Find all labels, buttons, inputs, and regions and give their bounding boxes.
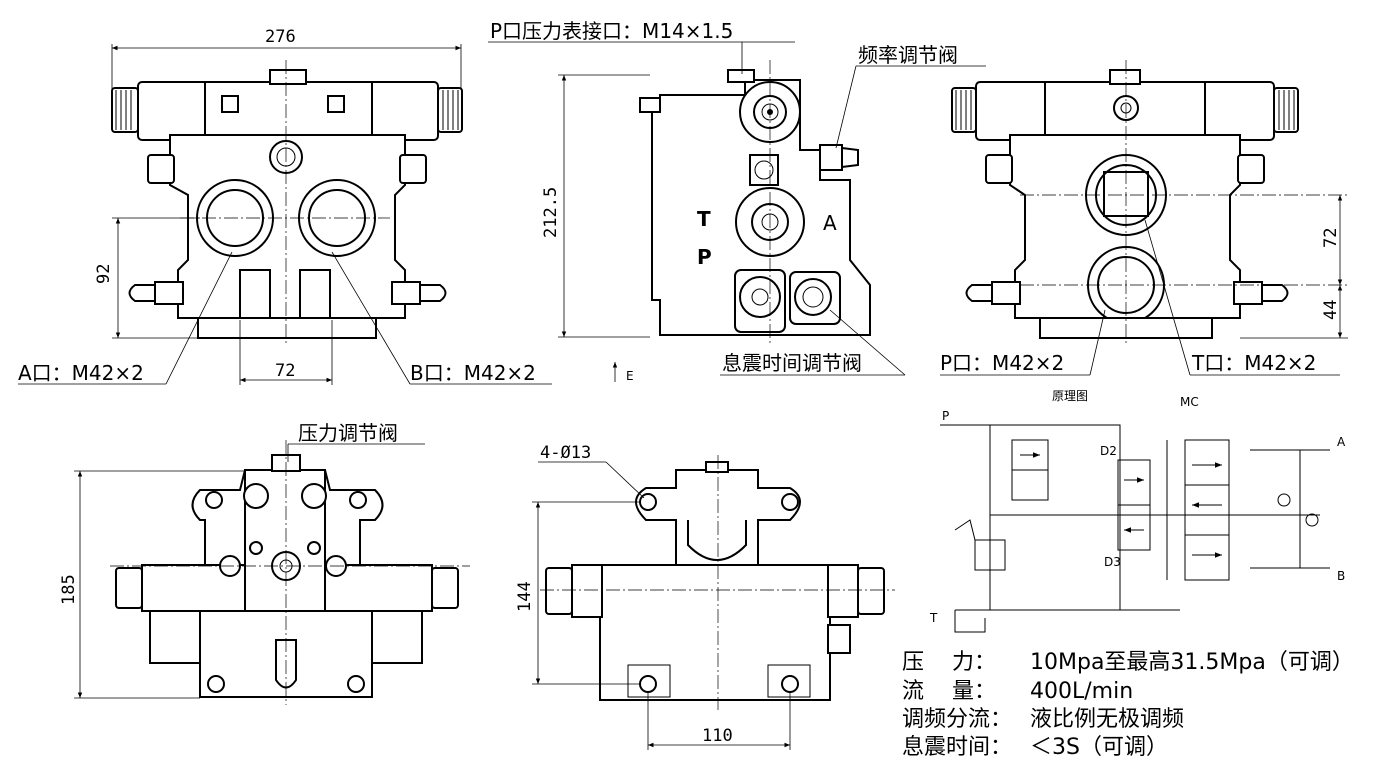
dim-276: 276 bbox=[265, 27, 296, 47]
spec-line-frequency: 调频分流： 液比例无极调频 bbox=[902, 705, 1184, 735]
frequency-valve-label: 频率调节阀 bbox=[858, 43, 958, 67]
spec-label: 流 量： bbox=[902, 679, 996, 704]
spec-value: 10Mpa至最高31.5Mpa（可调） bbox=[1030, 650, 1354, 675]
dim-72-front: 72 bbox=[275, 361, 295, 381]
dim-144: 144 bbox=[515, 581, 535, 612]
spec-value: 400L/min bbox=[1030, 679, 1134, 704]
spec-label: 调频分流： bbox=[902, 707, 1013, 732]
side-letter-p: P bbox=[697, 245, 712, 269]
dwell-valve-label: 息震时间调节阀 bbox=[722, 351, 862, 375]
side-letter-a: A bbox=[823, 211, 837, 235]
schematic-p: P bbox=[942, 409, 949, 423]
view-arrow-e: E bbox=[626, 369, 634, 383]
schematic-d2: D2 bbox=[1100, 444, 1117, 458]
spec-line-dwell: 息震时间： ＜3S（可调） bbox=[902, 733, 1168, 763]
spec-line-pressure: 压 力： 10Mpa至最高31.5Mpa（可调） bbox=[902, 648, 1354, 678]
hydraulic-schematic: 原理图 MC P A B T D2 D3 bbox=[929, 389, 1346, 633]
side-view: T P A 212.5 E P口压力表接口：M14×1.5 频率调节阀 息震时间… bbox=[488, 19, 986, 383]
t-port-label: T口：M42×2 bbox=[1191, 351, 1316, 375]
bolt-holes-label: 4-Ø13 bbox=[540, 443, 591, 463]
front-view: 276 92 72 A口：M42×2 B口：M42×2 bbox=[18, 27, 552, 385]
schematic-t: T bbox=[929, 611, 938, 625]
dim-44: 44 bbox=[1321, 300, 1341, 320]
spec-value: 液比例无极调频 bbox=[1030, 707, 1185, 732]
spec-value: ＜3S（可调） bbox=[1030, 735, 1168, 760]
dim-72-rear: 72 bbox=[1321, 228, 1341, 248]
p-port-label: P口：M42×2 bbox=[940, 351, 1064, 375]
pressure-valve-label: 压力调节阀 bbox=[298, 421, 398, 445]
schematic-b: B bbox=[1337, 569, 1345, 583]
spec-label: 压 力： bbox=[902, 650, 996, 675]
schematic-a: A bbox=[1337, 435, 1346, 449]
spec-line-flow: 流 量： 400L/min bbox=[902, 677, 1133, 707]
dim-92: 92 bbox=[94, 264, 114, 284]
b-port-label: B口：M42×2 bbox=[410, 361, 536, 385]
gauge-port-label: P口压力表接口：M14×1.5 bbox=[490, 19, 733, 43]
dim-185: 185 bbox=[59, 574, 79, 605]
schematic-d3: D3 bbox=[1104, 555, 1121, 569]
bottom-view: 144 110 4-Ø13 bbox=[515, 443, 895, 750]
side-letter-t: T bbox=[697, 207, 711, 231]
schematic-title: 原理图 bbox=[1052, 389, 1088, 403]
schematic-mc: MC bbox=[1180, 395, 1199, 409]
top-view: 185 压力调节阀 bbox=[59, 421, 470, 705]
dim-212-5: 212.5 bbox=[541, 187, 561, 238]
a-port-label: A口：M42×2 bbox=[18, 361, 144, 385]
dim-110: 110 bbox=[702, 726, 733, 746]
rear-view: 72 44 P口：M42×2 T口：M42×2 bbox=[940, 60, 1348, 376]
spec-label: 息震时间： bbox=[902, 735, 1013, 760]
